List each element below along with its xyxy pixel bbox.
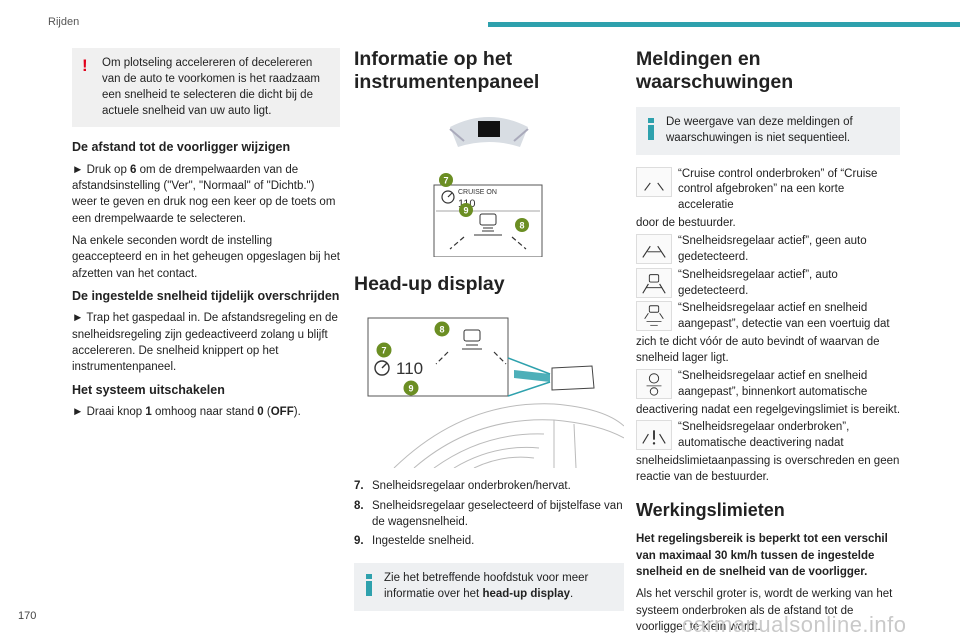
message-item: “Cruise control onderbroken” of “Cruise …	[636, 166, 900, 215]
legend-list: 7.Snelheidsregelaar onderbroken/hervat. …	[354, 478, 624, 549]
header-accent-bar	[488, 22, 960, 27]
paragraph-switch-off: ► Draai knop 1 omhoog naar stand 0 (OFF)…	[72, 405, 301, 418]
hud-car-ahead-icon	[435, 329, 507, 365]
hud-badge-9: 9	[403, 380, 419, 396]
hud-set-speed-110: 110	[396, 359, 423, 378]
heading-limits: Werkingslimieten	[636, 499, 785, 520]
legend-item: 7.Snelheidsregelaar onderbroken/hervat.	[354, 480, 571, 493]
svg-text:7: 7	[443, 175, 448, 185]
warning-note: ! Om plotseling accelereren of decelerer…	[72, 48, 340, 128]
watermark: carmanualsonline.info	[682, 612, 907, 637]
badge-9: 9	[459, 202, 473, 217]
section-title-distance: De afstand tot de voorligger wijzigen	[72, 140, 291, 155]
hud-cruise-control-icon	[374, 360, 390, 376]
legend-item: 8.Snelheidsregelaar geselecteerd of bijs…	[354, 499, 623, 528]
paragraph-distance-note: Na enkele seconden wordt de instelling g…	[72, 235, 340, 280]
message-continuation: deactivering nadat een regelgevingslimie…	[636, 403, 901, 416]
dashboard-outline	[393, 403, 624, 469]
cluster-overview-icon	[449, 116, 529, 147]
paragraph-limits: Als het verschil groter is, wordt de wer…	[636, 588, 893, 634]
message-item: “Snelheidsregelaar actief en snelheid aa…	[636, 368, 900, 401]
paragraph-limits-bold: Het regelingsbereik is beperkt tot een v…	[636, 533, 888, 579]
section-title-overspeed: De ingestelde snelheid tijdelijk oversch…	[72, 288, 340, 303]
column-right: Meldingen en waarschuwingen De weergave …	[636, 48, 900, 640]
cruise-on-label: CRUISE ON	[458, 189, 497, 196]
svg-text:8: 8	[519, 220, 524, 230]
info-note-hud: Zie het betreffende hoofdstuk voor meer …	[354, 563, 624, 612]
info-note-messages: De weergave van deze meldingen of waarsc…	[636, 106, 900, 155]
warning-exclamation-icon: !	[82, 56, 88, 75]
legend-item: 9.Ingestelde snelheid.	[354, 535, 475, 548]
running-header: Rijden	[48, 16, 80, 28]
svg-text:7: 7	[381, 346, 386, 356]
badge-7: 7	[439, 172, 453, 187]
hud-badge-8: 8	[434, 321, 450, 337]
message-item: “Snelheidsregelaar onderbroken”, automat…	[636, 420, 900, 452]
instrument-panel-figure: CRUISE ON 110 7 9 8	[433, 116, 543, 257]
car-ahead-icon	[449, 213, 527, 250]
regulation-limit-icon	[636, 368, 672, 399]
info-icon	[366, 574, 372, 597]
column-left: ! Om plotseling accelereren of decelerer…	[72, 48, 340, 426]
heading-instrument-panel: Informatie op het instrumentenpaneel	[354, 48, 540, 94]
message-continuation: zich te dicht vóór de auto bevindt of wa…	[636, 336, 880, 364]
svg-text:9: 9	[408, 384, 413, 394]
paragraph-distance-step: ► Druk op 6 om de drempelwaarden van de …	[72, 163, 336, 225]
heading-head-up-display: Head-up display	[354, 272, 505, 295]
paragraph-overspeed: ► Trap het gaspedaal in. De afstandsrege…	[72, 312, 338, 374]
hud-badge-7: 7	[376, 342, 392, 358]
message-item: “Snelheidsregelaar actief en snelheid aa…	[636, 301, 900, 333]
message-item: “Snelheidsregelaar actief”, geen auto ge…	[636, 233, 900, 266]
message-continuation: snelheidslimietaanpassing is overschrede…	[636, 455, 900, 483]
page-number: 170	[18, 610, 37, 622]
heading-messages: Meldingen en waarschuwingen	[636, 48, 794, 94]
car-detected-icon	[636, 267, 672, 298]
speed-adapted-icon	[636, 301, 672, 332]
badge-8: 8	[515, 217, 529, 232]
exclamation-icon	[636, 420, 672, 451]
column-middle: Informatie op het instrumentenpaneel CRU…	[354, 48, 624, 623]
head-up-display-figure: 110 8 7 9	[367, 317, 624, 469]
svg-text:8: 8	[439, 325, 444, 335]
message-continuation: door de bestuurder.	[636, 217, 736, 230]
warning-text: Om plotseling accelereren of decelereren…	[102, 57, 320, 117]
cruise-interrupted-icon	[636, 166, 672, 197]
svg-text:9: 9	[463, 205, 468, 215]
section-title-switch-off: Het systeem uitschakelen	[72, 382, 225, 397]
no-car-detected-icon	[636, 233, 672, 264]
message-item: “Snelheidsregelaar actief”, auto gedetec…	[636, 267, 900, 300]
info-icon	[648, 117, 654, 140]
cruise-control-icon	[441, 190, 455, 204]
